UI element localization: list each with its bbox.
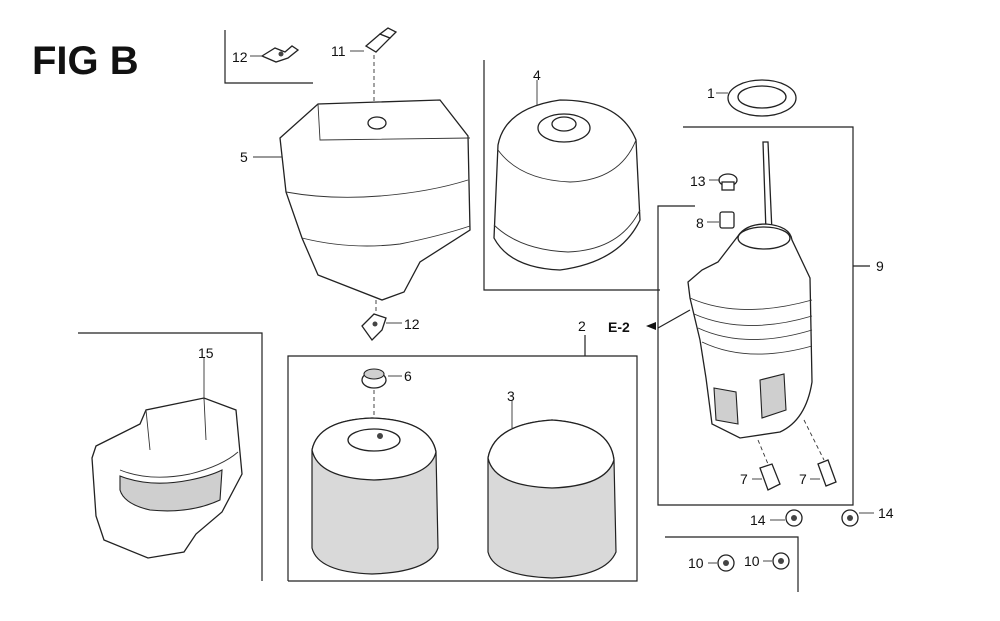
air-filter-element-outer <box>311 417 439 575</box>
bolt-part-13 <box>709 173 738 191</box>
callout-14-left: 14 <box>750 512 766 528</box>
figure-title: FIG B <box>32 39 139 83</box>
nut-part-14-right <box>841 509 874 527</box>
callout-2: 2 <box>578 318 586 334</box>
bolt-part-11 <box>350 27 398 120</box>
callout-4: 4 <box>533 67 541 83</box>
group-bracket-12-11 <box>224 30 313 84</box>
reference-e2-label: E-2 <box>608 319 630 335</box>
callout-6: 6 <box>404 368 412 384</box>
group-bracket-2 <box>287 335 638 582</box>
callout-11: 11 <box>331 43 346 59</box>
callout-1: 1 <box>707 85 715 101</box>
callout-10-left: 10 <box>688 555 704 571</box>
callout-7-right: 7 <box>799 471 807 487</box>
group-bracket-4 <box>483 60 660 291</box>
callout-12-middle: 12 <box>404 316 420 332</box>
group-bracket-10 <box>665 536 799 592</box>
seal-part-1 <box>716 79 797 117</box>
callout-8: 8 <box>696 215 704 231</box>
callout-12-top: 12 <box>232 49 248 65</box>
callout-9: 9 <box>876 258 884 274</box>
wing-nut-part-12-top <box>250 45 300 63</box>
air-cleaner-base-part-15 <box>91 358 243 559</box>
callout-7-left: 7 <box>740 471 748 487</box>
collar-part-8 <box>707 211 735 229</box>
foam-filter-element-part-3 <box>487 400 617 579</box>
callout-13: 13 <box>690 173 706 189</box>
group-bracket-15 <box>78 332 263 581</box>
group-bracket-9 <box>657 126 870 506</box>
nut-part-14-left <box>770 509 803 527</box>
callout-10-right: 10 <box>744 553 760 569</box>
air-cleaner-elbow-part-9 <box>657 141 813 439</box>
air-cleaner-cover-part-4 <box>493 80 641 271</box>
callout-5: 5 <box>240 149 248 165</box>
nut-part-10-left <box>708 554 735 572</box>
reference-e2: E-2 <box>608 319 656 335</box>
callout-15: 15 <box>198 345 214 361</box>
air-cleaner-cover-part-5 <box>253 99 471 318</box>
stud-part-7-right <box>803 419 837 487</box>
nut-part-10-right <box>763 552 790 570</box>
wing-nut-part-12-middle <box>361 313 402 342</box>
stud-part-7-left <box>752 439 781 491</box>
callout-3: 3 <box>507 388 515 404</box>
callout-14-right: 14 <box>878 505 894 521</box>
grommet-part-6 <box>361 368 402 420</box>
